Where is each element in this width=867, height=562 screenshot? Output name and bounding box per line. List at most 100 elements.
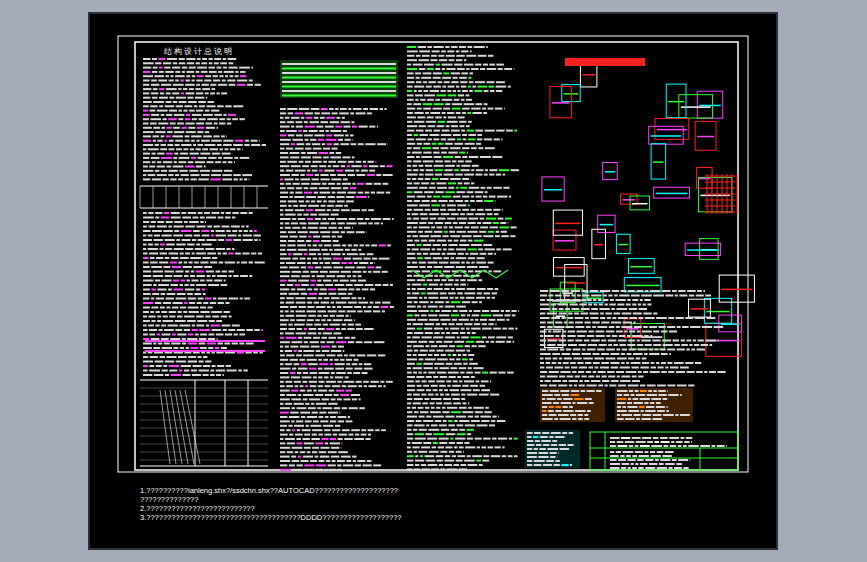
- cad-mark: [282, 68, 396, 70]
- cad-mark: [173, 84, 184, 86]
- cad-mark: [280, 412, 289, 414]
- cad-mark: [290, 192, 294, 194]
- cad-mark: [213, 298, 216, 300]
- cad-mark: [182, 217, 191, 219]
- cad-mark: [199, 105, 205, 107]
- cad-mark: [226, 230, 231, 232]
- cad-mark: [434, 165, 444, 167]
- cad-mark: [376, 192, 384, 194]
- cad-mark: [185, 289, 195, 291]
- cad-mark: [344, 438, 353, 440]
- cad-mark: [331, 262, 339, 264]
- cad-mark: [348, 385, 357, 387]
- cad-mark: [317, 315, 321, 317]
- cad-mark: [407, 147, 412, 149]
- cad-mark: [292, 227, 300, 229]
- cad-mark: [480, 156, 491, 158]
- cad-mark: [365, 218, 369, 220]
- cad-mark: [323, 266, 332, 268]
- cad-mark: [454, 99, 460, 101]
- cad-mark: [423, 152, 431, 154]
- cad-mark: [488, 55, 493, 57]
- cad-mark: [239, 118, 245, 120]
- cad-mark: [208, 334, 214, 336]
- cad-mark: [367, 253, 374, 255]
- cad-mark: [184, 275, 189, 277]
- cad-mark: [166, 127, 171, 129]
- cad-mark: [220, 62, 227, 64]
- cad-mark: [181, 174, 189, 176]
- cad-mark: [151, 92, 159, 94]
- cad-mark: [152, 58, 157, 60]
- cad-mark: [280, 152, 288, 154]
- cad-mark: [203, 374, 209, 376]
- cad-mark: [340, 359, 344, 361]
- cad-line: [140, 452, 268, 453]
- cad-mark: [377, 126, 378, 128]
- cad-mark: [200, 334, 207, 336]
- cad-mark: [336, 302, 347, 304]
- cad-mark: [221, 226, 229, 228]
- cad-mark: [195, 334, 199, 336]
- cad-mark: [321, 108, 328, 110]
- cad-mark: [483, 64, 488, 66]
- cad-mark: [351, 249, 356, 251]
- cad-mark: [378, 385, 382, 387]
- cad-mark: [296, 134, 303, 136]
- cad-mark: [169, 365, 179, 367]
- cad-mark: [143, 161, 150, 163]
- cad-mark: [148, 235, 153, 237]
- cad-mark: [496, 64, 503, 66]
- cad-mark: [305, 200, 309, 202]
- cad-mark: [477, 134, 482, 136]
- cad-mark: [344, 205, 348, 207]
- cad-mark: [319, 412, 326, 414]
- cad-mark: [282, 95, 396, 97]
- cad-mark: [194, 262, 199, 264]
- cad-mark: [191, 370, 197, 372]
- cad-mark: [184, 284, 188, 286]
- cad-mark: [172, 67, 180, 69]
- cad-mark: [249, 275, 252, 277]
- cad-mark: [143, 271, 151, 273]
- cad-mark: [424, 94, 435, 96]
- cad-mark: [188, 356, 196, 358]
- cad-mark: [295, 112, 303, 114]
- cad-mark: [201, 174, 210, 176]
- cad-mark: [247, 84, 253, 86]
- cad-mark: [165, 257, 170, 259]
- cad-mark: [371, 192, 375, 194]
- cad-mark: [350, 134, 353, 136]
- cad-mark: [218, 71, 222, 73]
- cad-line: [205, 186, 206, 208]
- cad-mark: [203, 293, 206, 295]
- cad-mark: [206, 217, 216, 219]
- cad-mark: [302, 227, 306, 229]
- cad-mark: [508, 86, 511, 88]
- cad-mark: [306, 310, 316, 312]
- cad-mark: [188, 212, 196, 214]
- cad-mark: [350, 280, 356, 282]
- cad-mark: [178, 88, 181, 90]
- cad-mark: [328, 227, 336, 229]
- cad-mark: [280, 420, 290, 422]
- cad-mark: [297, 464, 303, 466]
- cad-mark: [451, 81, 458, 83]
- cad-mark: [435, 64, 440, 66]
- cad-mark: [469, 156, 479, 158]
- cad-mark: [196, 253, 206, 255]
- cad-mark: [325, 126, 334, 128]
- cad-mark: [311, 108, 320, 110]
- cad-mark: [358, 143, 364, 145]
- cad-mark: [323, 425, 333, 427]
- cad-mark: [314, 192, 318, 194]
- cad-mark: [280, 429, 285, 431]
- cad-mark: [143, 284, 152, 286]
- cad-mark: [441, 134, 451, 136]
- cad-mark: [320, 231, 330, 233]
- cad-mark: [315, 266, 322, 268]
- cad-mark: [305, 161, 311, 163]
- cad-mark: [217, 365, 224, 367]
- cad-mark: [331, 447, 339, 449]
- cad-mark: [339, 434, 347, 436]
